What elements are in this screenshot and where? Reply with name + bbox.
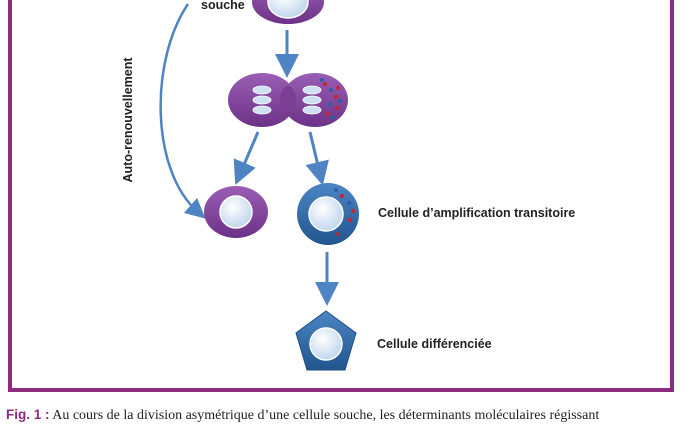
dividing-cell: [228, 73, 348, 127]
figure-frame: [8, 0, 674, 392]
arrow-to-transit-daughter: [305, 131, 329, 186]
stem-cell-label: souche: [201, 0, 245, 12]
differentiated-label: Cellule différenciée: [377, 337, 492, 351]
daughter-stem-cell: [204, 186, 268, 238]
transit-amplifying-cell: [297, 183, 359, 245]
transit-amplifying-label: Cellule d’amplification transitoire: [378, 206, 576, 220]
caption-text: Au cours de la division asymétrique d’un…: [49, 408, 600, 423]
transit-determinants: [334, 188, 356, 236]
arrow-to-stem-daughter: [233, 131, 260, 186]
cell-division-diagram: [159, 0, 359, 371]
molecular-determinants: [320, 78, 342, 119]
right-chromatin: [302, 85, 322, 115]
self-renewal-label: Auto-renouvellement: [121, 57, 135, 183]
differentiated-cell: [295, 310, 357, 371]
figure-reference: Fig. 1 :: [6, 407, 50, 422]
figure-caption: Fig. 1 : Au cours de la division asymétr…: [6, 407, 686, 424]
stem-cell: [252, 0, 324, 24]
left-chromatin: [252, 85, 272, 115]
self-renewal-arrow: [159, 3, 206, 219]
